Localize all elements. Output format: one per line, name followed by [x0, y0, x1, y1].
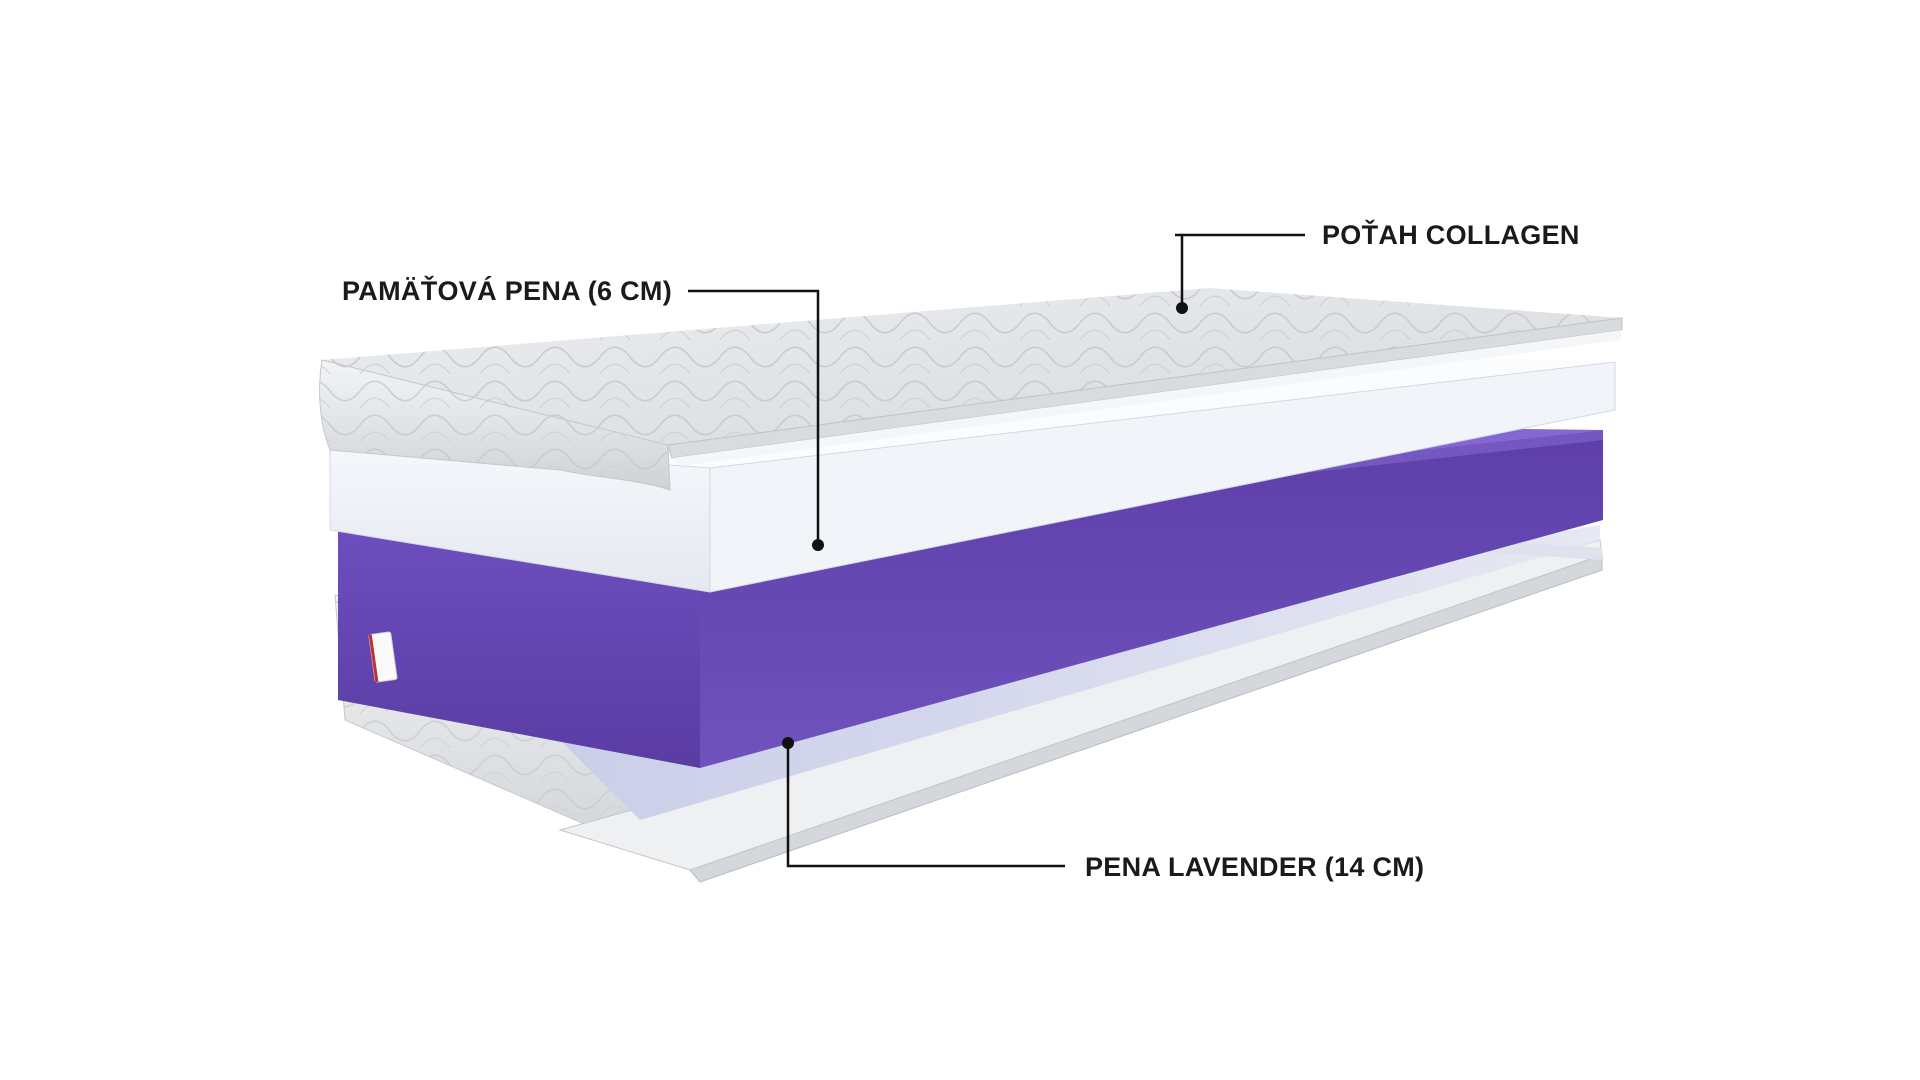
callout-cover: POŤAH COLLAGEN — [1175, 219, 1580, 314]
label-lavender-foam: PENA LAVENDER (14 CM) — [1085, 852, 1424, 882]
leader-line-lavender-foam — [786, 743, 1065, 868]
label-cover: POŤAH COLLAGEN — [1322, 219, 1580, 250]
label-memory-foam: PAMÄŤOVÁ PENA (6 CM) — [342, 275, 672, 306]
top-cover-layer — [319, 288, 1623, 491]
brand-tag — [368, 631, 398, 683]
leader-line-memory-foam — [688, 289, 820, 545]
callout-lavender-foam: PENA LAVENDER (14 CM) — [782, 737, 1424, 882]
leader-dot-lavender-foam — [782, 737, 794, 749]
leader-dot-memory-foam — [812, 539, 824, 551]
leader-dot-cover — [1176, 302, 1188, 314]
callout-memory-foam: PAMÄŤOVÁ PENA (6 CM) — [342, 275, 824, 551]
